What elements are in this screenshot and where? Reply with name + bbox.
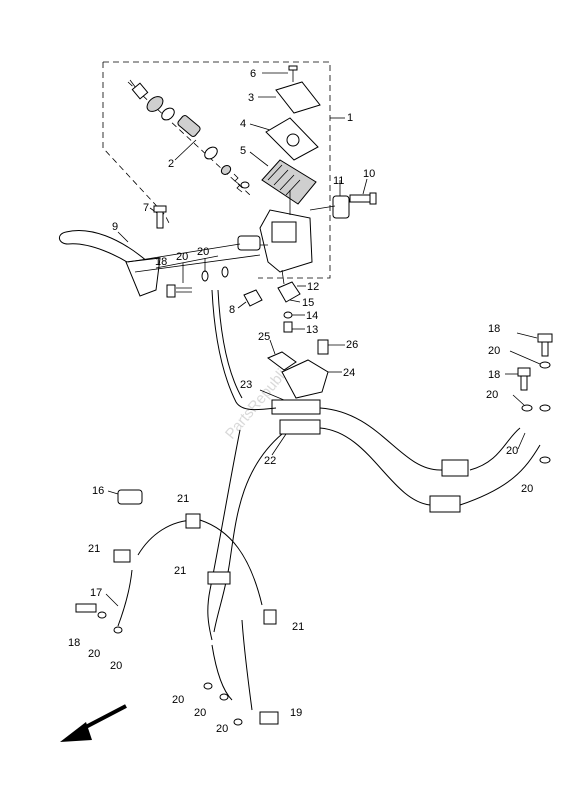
callout-20-left-2: 20 [110,660,122,672]
callout-2: 2 [168,158,174,170]
callout-20-pivot: 20 [176,251,188,263]
brake-switch-parts [237,269,306,333]
callout-12: 12 [307,281,319,293]
callout-9: 9 [112,221,118,233]
callout-25: 25 [258,331,270,343]
callout-19: 19 [290,707,302,719]
callout-18-right-2: 18 [488,369,500,381]
reservoir-cap-parts [249,65,321,205]
callout-3: 3 [248,92,254,104]
callout-15: 15 [302,297,314,309]
brake-hoses [117,289,541,711]
front-direction-arrow [60,704,127,742]
callout-10: 10 [363,168,375,180]
callout-8: 8 [229,304,235,316]
callout-20-right-3: 20 [506,445,518,457]
lower-left-parts [75,489,279,726]
callout-20-lever: 20 [197,246,209,258]
callout-20-bottom-2: 20 [194,707,206,719]
callout-11: 11 [333,175,344,187]
hose-joint-bracket [259,339,345,456]
callout-21-middle: 21 [174,565,186,577]
callout-21-left: 21 [88,543,100,555]
callout-20-right-2: 20 [486,389,498,401]
callout-4: 4 [240,118,246,130]
callout-20-right-1: 20 [488,345,500,357]
callout-26: 26 [346,339,358,351]
callout-20-left-1: 20 [88,648,100,660]
callout-18-left: 18 [68,637,80,649]
callout-21-right: 21 [292,621,304,633]
callout-23: 23 [240,379,252,391]
callout-20-bottom-1: 20 [172,694,184,706]
callout-labels: 6 3 1 4 5 2 10 11 7 9 20 20 18 12 15 8 1… [68,68,533,735]
callout-17: 17 [90,587,102,599]
callout-13: 13 [306,324,318,336]
pivot-bolt-parts [166,258,229,298]
callout-21-top: 21 [177,493,189,505]
piston-kit-part [127,79,251,196]
callout-20-bottom-3: 20 [216,723,228,735]
callout-14: 14 [306,310,318,322]
master-cylinder-body [237,178,377,273]
callout-5: 5 [240,145,246,157]
callout-22: 22 [264,455,276,467]
brake-lever-assembly [59,205,261,297]
callout-7: 7 [143,202,149,214]
callout-24: 24 [343,367,355,379]
right-side-banjo-parts [505,332,553,464]
callout-1: 1 [347,112,353,124]
callout-18-right-top: 18 [488,323,500,335]
callout-6: 6 [250,68,256,80]
master-cylinder-group-box [102,61,345,279]
callout-16: 16 [92,485,104,497]
callout-18-pivot: 18 [155,256,167,268]
callout-20-right-4: 20 [521,483,533,495]
